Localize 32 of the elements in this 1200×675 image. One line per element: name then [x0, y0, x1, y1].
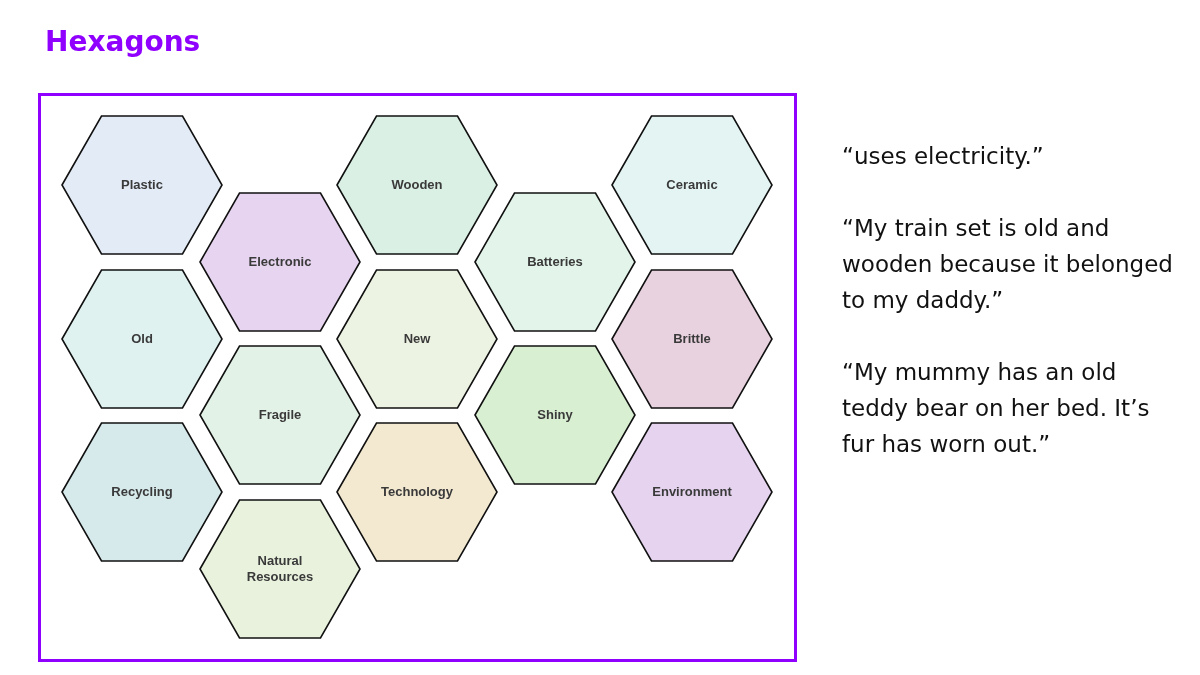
tile-label: New: [403, 331, 431, 347]
tile-label: Batteries: [527, 254, 583, 270]
quote-text: “My train set is old and wooden because it belonged to my daddy.”: [842, 214, 1174, 315]
tile-label: Technology: [381, 484, 453, 500]
hexagon-tile: [474, 192, 636, 332]
hexagon-tile: [61, 422, 223, 562]
hexagon-tile: [199, 499, 361, 639]
title: Hexagons: [45, 24, 201, 60]
tile-label: Electronic: [248, 254, 312, 270]
tile-label: Recycling: [111, 484, 173, 500]
tile-label: Fragile: [258, 407, 302, 423]
hexagon-tile: [199, 192, 361, 332]
hexagon-tile: [336, 269, 498, 409]
hexagon-tile: [336, 422, 498, 562]
hexagon-tile: [474, 345, 636, 485]
hexagon-tile: [199, 345, 361, 485]
quote-text: “My mummy has an old teddy bear on her bed. It’s fur has worn out.”: [842, 358, 1151, 459]
quote-text: “uses electricity.”: [842, 142, 1045, 171]
tile-label: Wooden: [391, 177, 443, 193]
tile-label: Ceramic: [666, 177, 718, 193]
tile-label: Brittle: [673, 331, 711, 347]
hexagon-tile: [336, 115, 498, 255]
tile-label: Shiny: [537, 407, 573, 423]
tile-label: Plastic: [121, 177, 163, 193]
hexagon-tile: [611, 422, 773, 562]
tile-label: Natural Resources: [245, 553, 315, 585]
hexagon-tile: [611, 115, 773, 255]
hexagon-tile: [611, 269, 773, 409]
hexagon-tile: [61, 115, 223, 255]
hexagon-tile: [61, 269, 223, 409]
tile-label: Environment: [652, 484, 732, 500]
tile-label: Old: [131, 331, 153, 347]
